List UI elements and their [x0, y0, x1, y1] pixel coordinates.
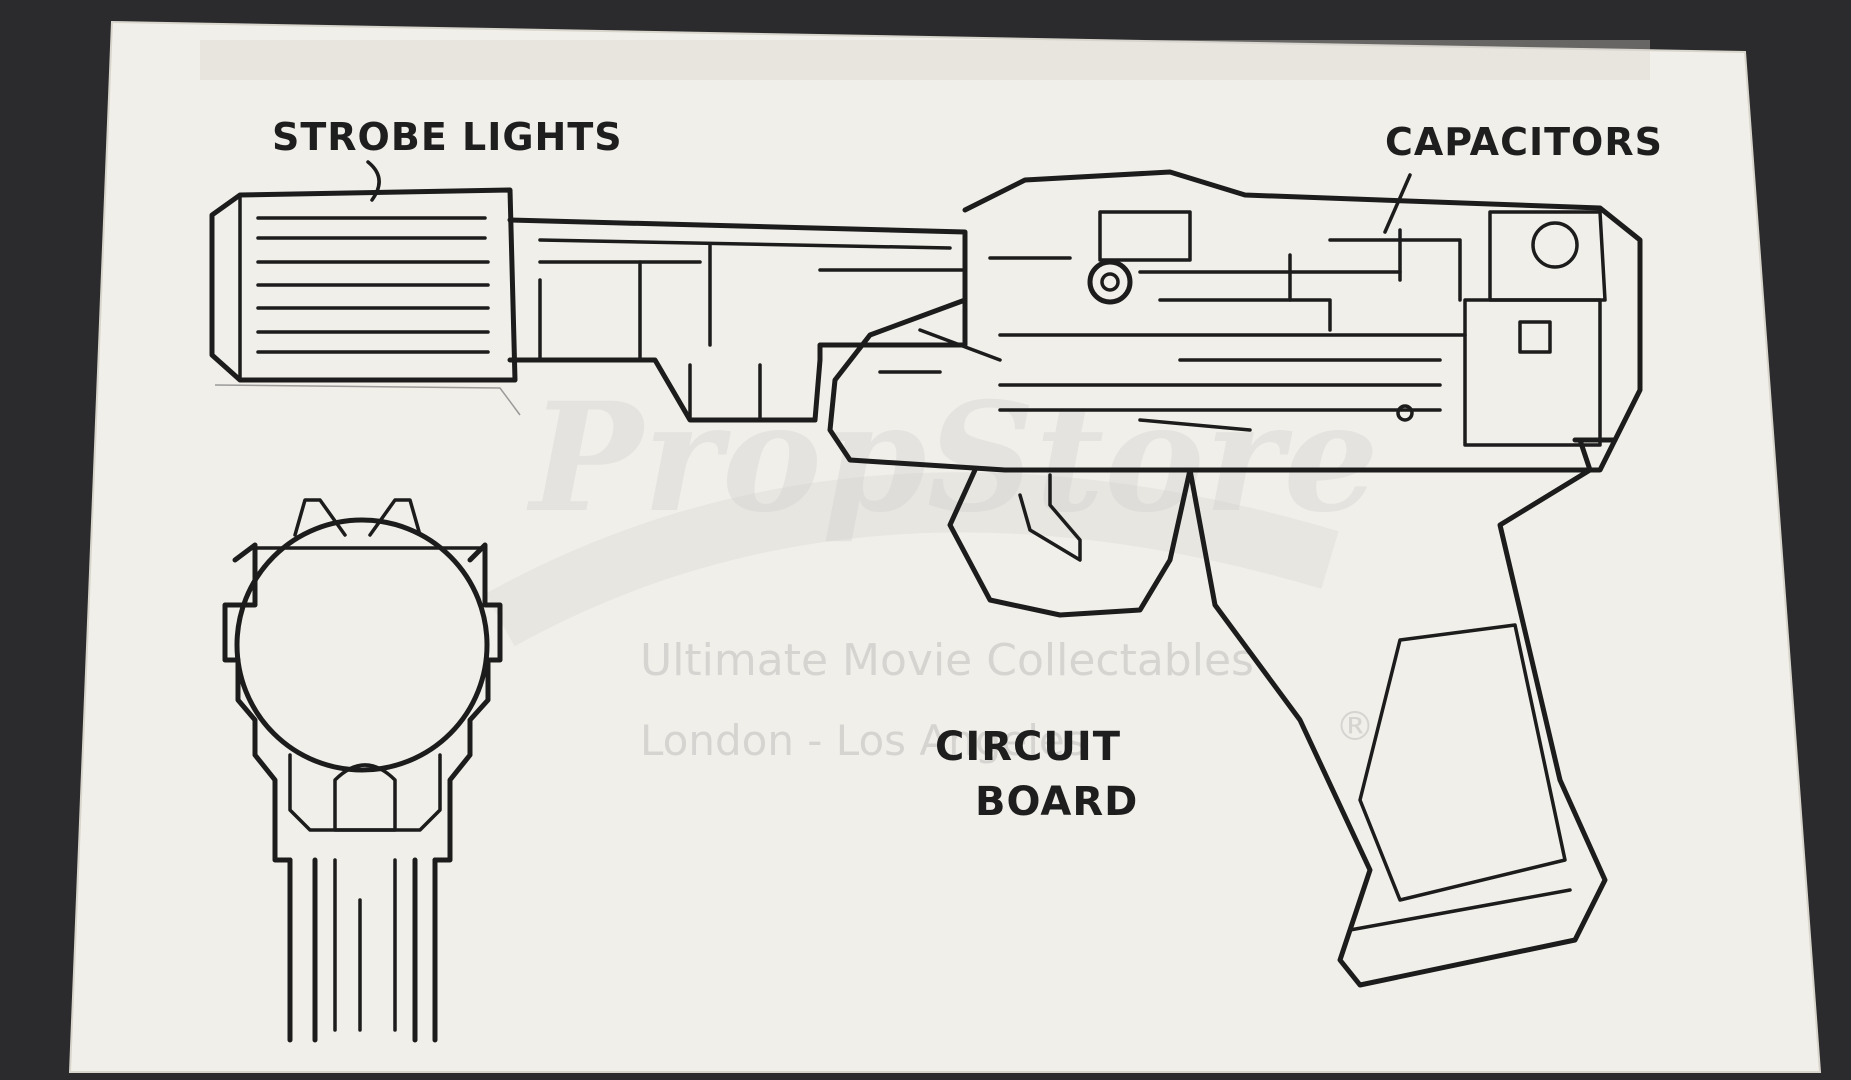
rear-sight-circle	[1531, 221, 1579, 269]
front-grip-inner	[333, 858, 397, 1032]
front-grip-stem	[287, 857, 438, 1043]
barrel-panel-lines	[538, 238, 967, 422]
strobe-leader-line	[366, 160, 381, 202]
grip-inner-panel	[1358, 623, 1567, 902]
pivot-circle	[1087, 259, 1133, 305]
receiver-top	[962, 169, 1643, 443]
front-body-right	[432, 542, 503, 863]
pistol-side-view	[209, 169, 1643, 988]
front-body-left	[222, 542, 293, 863]
front-top-sight	[293, 498, 422, 537]
trigger	[1018, 473, 1082, 562]
grip-outline	[1187, 437, 1608, 988]
receiver-body	[827, 297, 1618, 473]
receiver-rear-block	[1488, 210, 1607, 302]
label-board: BOARD	[975, 779, 1138, 825]
status-window	[1518, 320, 1552, 354]
watermark-tagline: Ultimate Movie Collectables	[640, 635, 1254, 686]
pencil-guide	[214, 384, 521, 416]
watermark-location: London - Los Angeles	[640, 716, 1087, 765]
emitter-lens	[234, 517, 490, 773]
watermark-registered-mark: ®	[1335, 704, 1375, 750]
rear-panel	[1463, 298, 1602, 447]
copy-smudge	[200, 40, 1650, 80]
small-screw	[1396, 404, 1414, 422]
pistol-front-view	[222, 498, 503, 1043]
front-lower-bump	[333, 763, 397, 832]
watermark-swoosh	[485, 472, 1339, 647]
label-circuit: CIRCUIT	[935, 724, 1121, 770]
paper-sheet	[68, 20, 1822, 1073]
label-strobe-lights: STROBE LIGHTS	[272, 115, 623, 159]
grip-base-plate	[1348, 888, 1572, 932]
pivot-inner	[1100, 272, 1120, 292]
trigger-guard	[947, 467, 1193, 618]
receiver-detail-lines	[878, 210, 1467, 432]
emitter-vent-slats	[256, 216, 490, 354]
capacitors-leader-line	[1383, 173, 1412, 234]
label-capacitors: CAPACITORS	[1385, 120, 1663, 164]
